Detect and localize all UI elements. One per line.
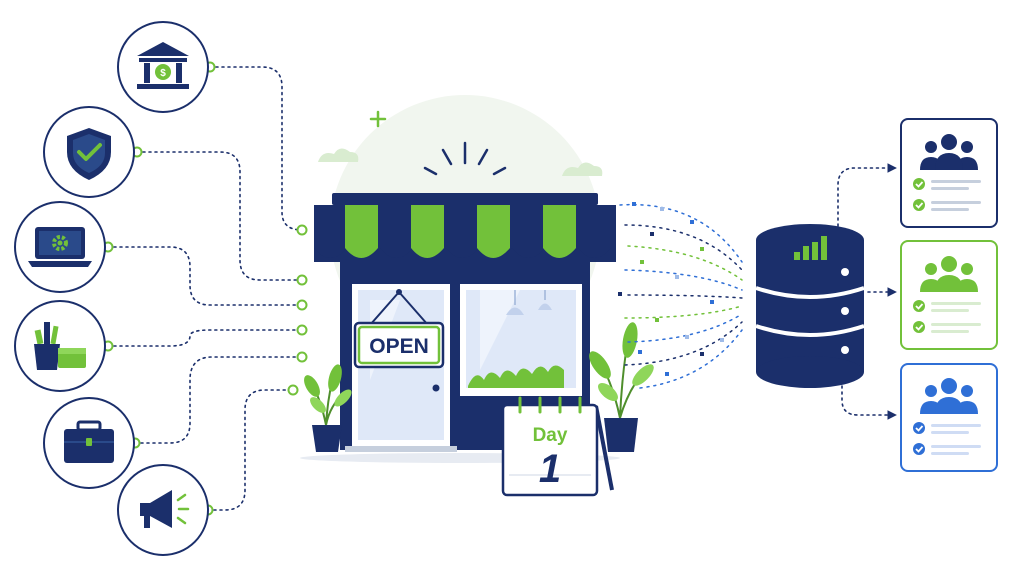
calendar-number: 1 bbox=[539, 447, 561, 491]
megaphone-icon bbox=[117, 464, 209, 556]
connector-shield bbox=[136, 151, 303, 281]
people-group-icon bbox=[920, 134, 978, 170]
customers-card-blue bbox=[900, 363, 998, 472]
customers-card-green bbox=[900, 240, 998, 350]
checklist-icon bbox=[913, 178, 981, 211]
svg-text:$: $ bbox=[160, 68, 166, 79]
connector-supplies bbox=[107, 329, 303, 347]
office-supplies-icon bbox=[14, 300, 106, 392]
people-group-icon bbox=[920, 256, 978, 292]
left-icon-list: $ bbox=[14, 21, 209, 556]
output-cards bbox=[900, 118, 998, 472]
calendar-day-one: Day 1 bbox=[501, 396, 614, 497]
plant-left bbox=[304, 364, 352, 452]
shop-window bbox=[460, 284, 582, 396]
output-connectors bbox=[837, 163, 897, 420]
checklist-icon bbox=[913, 300, 981, 333]
checklist-icon bbox=[913, 422, 981, 455]
plant-right bbox=[589, 322, 654, 452]
data-stream bbox=[619, 203, 743, 389]
people-group-icon bbox=[920, 378, 978, 414]
data-stream-pixels bbox=[618, 202, 724, 376]
database-icon bbox=[755, 224, 865, 388]
connector-megaphone bbox=[207, 389, 294, 511]
bank-icon: $ bbox=[117, 21, 209, 113]
shield-check-icon bbox=[43, 106, 135, 198]
connector-bank bbox=[209, 66, 303, 231]
left-connectors bbox=[107, 66, 303, 511]
briefcase-icon bbox=[43, 397, 135, 489]
storefront: OPEN bbox=[300, 193, 654, 463]
open-sign: OPEN bbox=[353, 289, 445, 369]
awning bbox=[314, 205, 616, 262]
connector-laptop bbox=[107, 246, 303, 306]
laptop-gear-icon bbox=[14, 201, 106, 293]
customers-card-navy bbox=[900, 118, 998, 228]
calendar-label: Day bbox=[533, 425, 568, 446]
connector-briefcase bbox=[134, 356, 303, 444]
open-sign-text: OPEN bbox=[369, 335, 429, 358]
